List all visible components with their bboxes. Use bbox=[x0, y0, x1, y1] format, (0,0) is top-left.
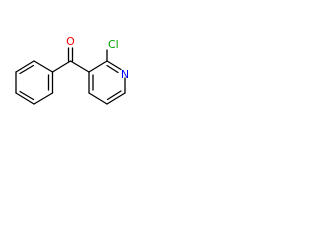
structure-canvas: O Cl N bbox=[0, 0, 150, 150]
pyridine-bond-c3-c2 bbox=[88, 60, 108, 73]
phenyl-inner-bond-3 bbox=[19, 64, 35, 75]
nitrogen-label: N bbox=[121, 68, 129, 81]
chlorine-label: Cl bbox=[108, 38, 119, 51]
phenyl-bond-2 bbox=[33, 92, 54, 105]
pyridine-ring bbox=[88, 60, 126, 105]
phenyl-ring bbox=[15, 60, 54, 105]
pyridine-bond-c2-n bbox=[106, 60, 122, 71]
carbonyl-group bbox=[67, 47, 74, 62]
pyridine-inner-bond-1 bbox=[106, 64, 119, 74]
phenyl-inner-bond-2 bbox=[19, 90, 35, 101]
phenyl-bond-3 bbox=[15, 92, 35, 105]
phenyl-bond-5 bbox=[15, 60, 35, 73]
oxygen-label: O bbox=[66, 35, 75, 48]
pyridine-bond-c5-c4 bbox=[88, 92, 108, 105]
bond-carbonyl-phenyl bbox=[51, 60, 72, 73]
pyridine-inner-bond-2 bbox=[106, 90, 122, 101]
molecule-structure: O Cl N bbox=[15, 35, 129, 105]
pyridine-bond-c6-c5 bbox=[106, 92, 126, 105]
bond-carbonyl-pyridine bbox=[69, 60, 90, 73]
phenyl-bond-6 bbox=[33, 60, 54, 73]
